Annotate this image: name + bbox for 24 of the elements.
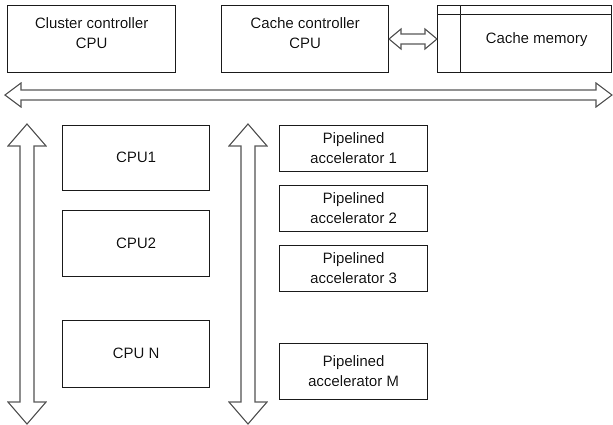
box-label: Pipelined accelerator 1 [309, 128, 398, 168]
component-box [7, 5, 176, 73]
bus-arrow [4, 82, 613, 108]
component-box [279, 245, 428, 292]
box-label: Pipelined accelerator M [307, 352, 400, 392]
box-label: Cache controller CPU [249, 14, 361, 54]
box-label: Pipelined accelerator 2 [309, 188, 398, 228]
bus-arrow [228, 123, 268, 425]
component-box [62, 125, 210, 191]
double-arrow [388, 28, 438, 50]
component-box [279, 343, 428, 400]
box-label: CPU1 [116, 148, 156, 168]
box-label: CPU2 [116, 234, 156, 254]
component-box [221, 5, 389, 73]
component-box [279, 125, 428, 172]
component-box [62, 320, 210, 388]
component-box [279, 185, 428, 232]
box-label: Cluster controller CPU [34, 14, 150, 54]
component-box [437, 5, 612, 73]
box-label: Cache memory [486, 29, 588, 49]
bus-arrow [7, 123, 47, 425]
box-label: Pipelined accelerator 3 [309, 248, 398, 288]
box-label: CPU N [112, 344, 160, 364]
component-box [62, 210, 210, 277]
